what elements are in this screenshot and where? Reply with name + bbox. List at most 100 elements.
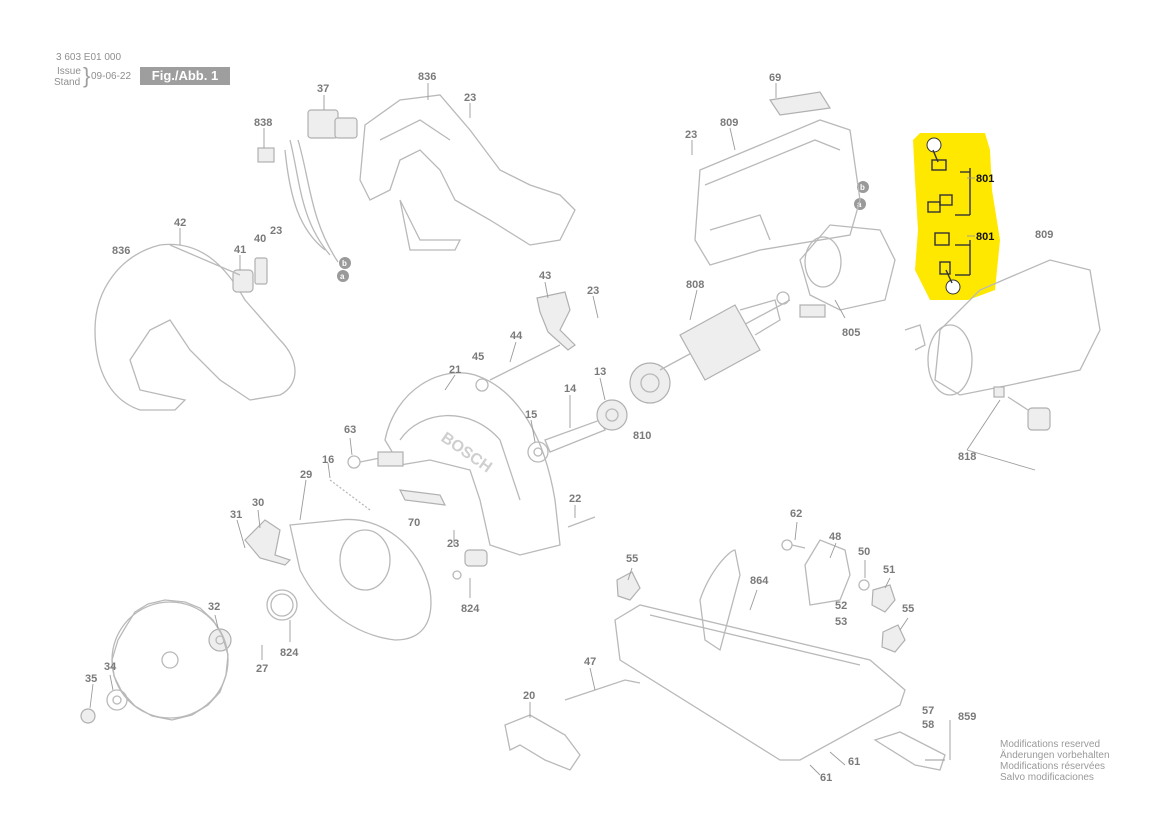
modifications-fr: Modifications réservées (1000, 761, 1106, 772)
callout-805: 805 (842, 327, 860, 339)
callout-809: 809 (720, 117, 738, 129)
gear-13 (596, 399, 628, 431)
callout-69: 69 (769, 72, 781, 84)
callout-20: 20 (523, 690, 535, 702)
issue-date: 09-06-22 (91, 71, 132, 82)
callout-57: 57 (922, 705, 934, 717)
callout-43: 43 (539, 270, 551, 282)
callout-44: 44 (510, 330, 523, 342)
svg-text:a: a (340, 272, 345, 281)
washer-34 (106, 689, 128, 711)
marker-b-right: b (857, 181, 869, 193)
callout-23: 23 (464, 92, 476, 104)
issue-label: Issue (57, 66, 81, 77)
callout-864: 864 (750, 575, 769, 587)
marker-a-left: a (337, 270, 349, 282)
part-number: 3 603 E01 000 (56, 52, 122, 63)
svg-text:b: b (342, 259, 347, 268)
callout-14: 14 (564, 383, 577, 395)
callout-37: 37 (317, 83, 329, 95)
modifications-es: Salvo modificaciones (1000, 772, 1094, 783)
sleeve-824 (452, 549, 488, 580)
motor-housing-809-upper (694, 119, 861, 266)
callout-838: 838 (254, 117, 272, 129)
highlight-801 (913, 133, 1000, 300)
knob-51 (871, 584, 896, 613)
callout-70: 70 (408, 517, 420, 529)
callout-34: 34 (104, 661, 117, 673)
callout-50: 50 (858, 546, 870, 558)
marker-a-right: a (854, 198, 866, 210)
motor-housing-809-lower (904, 259, 1101, 396)
modifications-de: Änderungen vorbehalten (1000, 750, 1110, 761)
callout-27: 27 (256, 663, 268, 675)
callout-42: 42 (174, 217, 186, 229)
handle-836-upper (359, 94, 576, 251)
bracket-48 (804, 539, 851, 606)
washer-45 (475, 378, 489, 392)
callout-15: 15 (525, 409, 537, 421)
leader-lines (89, 83, 1036, 776)
callout-51: 51 (883, 564, 895, 576)
modifications-en: Modifications reserved (1000, 739, 1101, 750)
lever-43 (536, 291, 576, 351)
switch-37 (257, 109, 358, 263)
callout-808: 808 (686, 279, 704, 291)
stand-label: Stand (54, 77, 81, 88)
callout-809: 809 (1035, 229, 1053, 241)
brush-holder-set-801 (926, 137, 971, 295)
callout-859: 859 (958, 711, 976, 723)
pin-22 (567, 516, 596, 528)
svg-text:a: a (857, 200, 862, 209)
callout-801: 801 (976, 173, 994, 185)
callout-53: 53 (835, 616, 847, 628)
lower-guard-29 (289, 518, 432, 641)
callout-61: 61 (820, 772, 832, 784)
knob-55b (881, 624, 906, 653)
callout-45: 45 (472, 351, 484, 363)
callout-23: 23 (587, 285, 599, 297)
callout-22: 22 (569, 493, 581, 505)
callout-47: 47 (584, 656, 596, 668)
wrench-47 (564, 679, 641, 701)
spindle-14 (544, 419, 606, 453)
field-805 (799, 224, 896, 318)
lever-30 (244, 519, 292, 566)
callout-32: 32 (208, 601, 220, 613)
pin-44 (489, 344, 561, 381)
washer-50 (858, 579, 870, 591)
callout-58: 58 (922, 719, 934, 731)
callout-836: 836 (112, 245, 130, 257)
callout-29: 29 (300, 469, 312, 481)
callout-35: 35 (85, 673, 97, 685)
callout-31: 31 (230, 509, 242, 521)
parts-818 (993, 386, 1051, 431)
callout-801: 801 (976, 231, 994, 243)
callout-824: 824 (461, 603, 480, 615)
callout-836: 836 (418, 71, 436, 83)
callout-23: 23 (447, 538, 459, 550)
base-plate-864 (614, 549, 906, 761)
callout-55: 55 (902, 603, 914, 615)
lever-859 (873, 731, 946, 771)
callout-16: 16 (322, 454, 334, 466)
callout-21: 21 (449, 364, 461, 376)
figure-label: Fig./Abb. 1 (140, 67, 230, 85)
screw-62 (781, 539, 806, 551)
bearing-15 (527, 441, 549, 463)
label-70 (398, 489, 447, 506)
modifications-note: Modifications reserved Änderungen vorbeh… (1000, 739, 1110, 783)
callout-818: 818 (958, 451, 976, 463)
callout-55: 55 (626, 553, 638, 565)
callout-810: 810 (633, 430, 651, 442)
marker-b-left: b (339, 257, 351, 269)
handle-836-lower (94, 243, 296, 411)
callout-13: 13 (594, 366, 606, 378)
bearing-plate-810 (629, 362, 671, 404)
callout-40: 40 (254, 233, 266, 245)
callout-48: 48 (829, 531, 841, 543)
callout-30: 30 (252, 497, 264, 509)
callout-41: 41 (234, 244, 246, 256)
callout-23: 23 (685, 129, 697, 141)
